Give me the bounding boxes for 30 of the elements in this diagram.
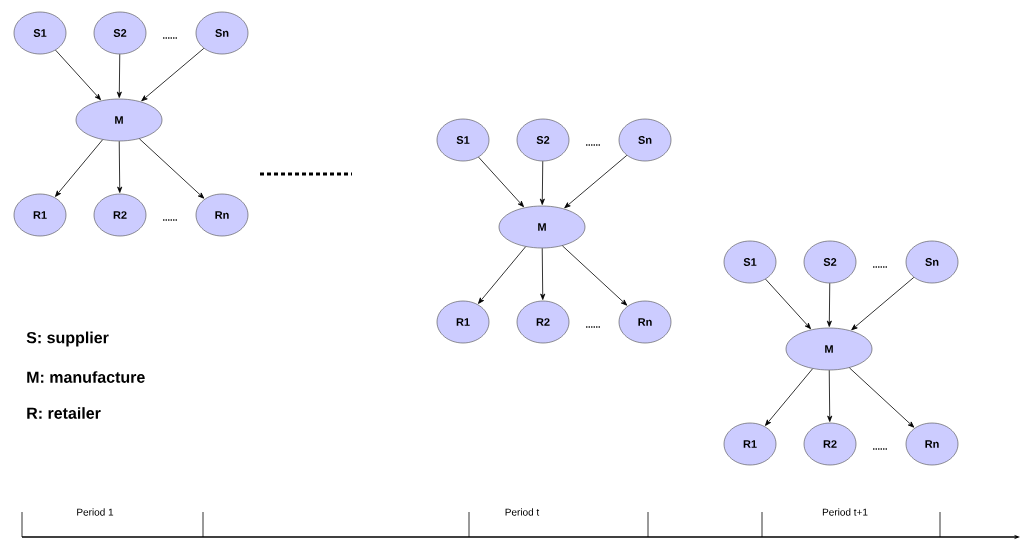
- legend-text: S: supplier: [26, 331, 109, 347]
- ellipsis: ......: [163, 219, 177, 221]
- legend-text: R: retailer: [27, 407, 101, 419]
- arrow: [849, 367, 915, 428]
- period-label: Period t+1: [822, 508, 868, 516]
- arrow: [562, 245, 628, 306]
- arrow: [478, 246, 526, 304]
- arrow: [139, 138, 205, 199]
- ellipsis: ......: [873, 448, 887, 450]
- ellipsis: ......: [586, 144, 600, 146]
- ellipsis: ......: [873, 266, 887, 268]
- arrow: [117, 140, 123, 193]
- arrow: [826, 282, 832, 327]
- arrow: [765, 278, 811, 330]
- legend-text: M: manufacture: [27, 371, 145, 383]
- period-label: Period t: [505, 508, 540, 516]
- period-label: Period 1: [77, 508, 114, 516]
- arrow: [827, 369, 833, 422]
- arrow: [851, 277, 915, 331]
- arrow: [55, 49, 101, 101]
- arrow: [141, 48, 205, 102]
- arrow: [478, 156, 524, 208]
- arrow: [116, 53, 122, 98]
- arrow: [539, 160, 545, 205]
- arrow: [765, 368, 813, 426]
- arrow: [564, 155, 628, 209]
- ellipsis: ......: [163, 37, 177, 39]
- arrow: [55, 139, 103, 197]
- arrow: [540, 247, 546, 300]
- ellipsis: ......: [586, 326, 600, 328]
